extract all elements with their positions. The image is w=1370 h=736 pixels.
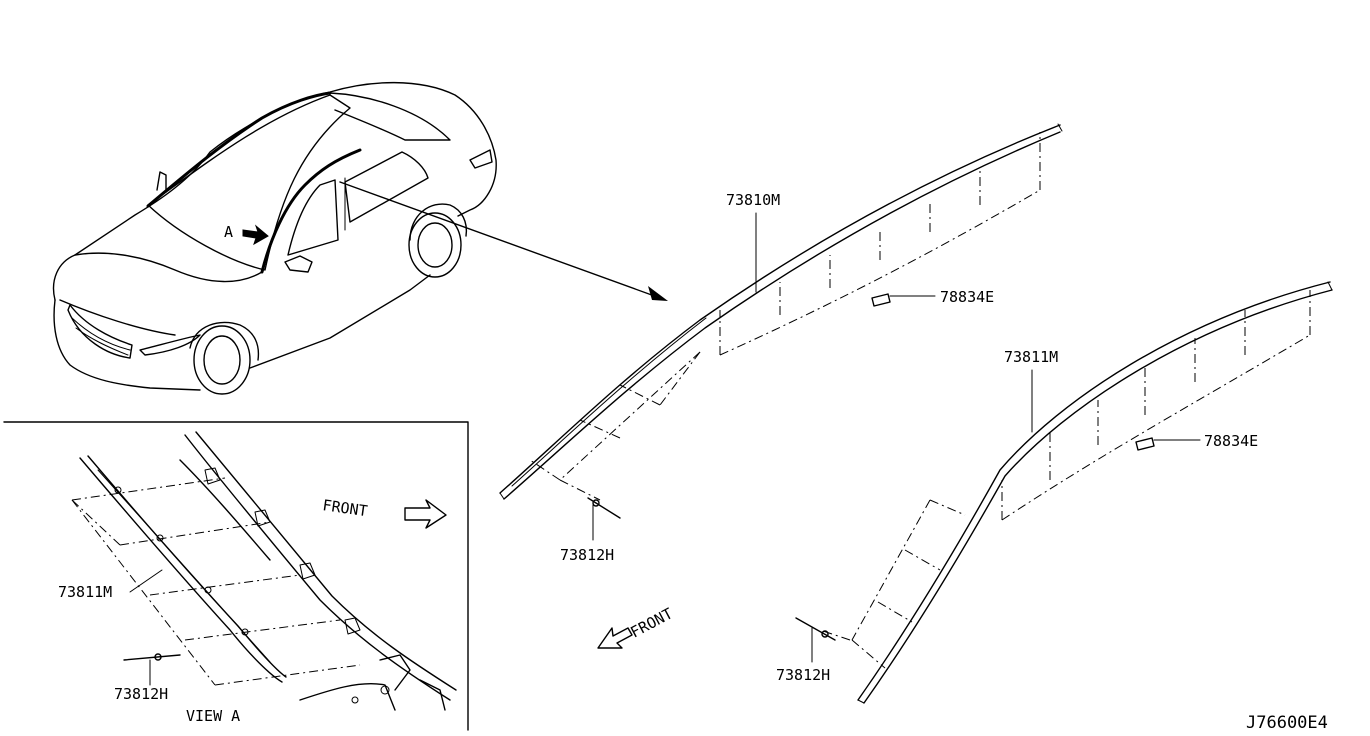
car-illustration: A [52, 81, 668, 395]
part-label-73812h-front: 73812H [560, 546, 614, 564]
detail-label-73811m: 73811M [58, 583, 112, 601]
part-label-73812h-rear: 73812H [776, 666, 830, 684]
roof-molding-73810m-group: 73810M 78834E 73812H [499, 123, 1063, 564]
ref-code: J76600E4 [1246, 713, 1328, 733]
part-label-73810m: 73810M [726, 191, 780, 209]
part-label-78834e-rear: 78834E [1204, 432, 1258, 450]
detail-view-a: 73811M 73812H VIEW A FRONT [3, 421, 469, 731]
view-a-marker: A [224, 223, 233, 241]
fastener-icon [123, 653, 181, 661]
fastener-icon [587, 497, 621, 519]
clip-icon [1135, 437, 1201, 451]
view-a-arrow [242, 224, 269, 246]
part-label-78834e-front: 78834E [940, 288, 994, 306]
roof-molding-73811m-group: 73811M 78834E 73812H [776, 281, 1333, 704]
leader-arrowhead [648, 286, 668, 301]
clip-icon [871, 293, 936, 307]
front-direction-indicator: FRONT [321, 496, 447, 529]
detail-front-label: FRONT [321, 496, 368, 520]
detail-label-73812h: 73812H [114, 685, 168, 703]
part-label-73811m: 73811M [1004, 348, 1058, 366]
front-direction-indicator: FRONT [597, 604, 676, 649]
detail-view-caption: VIEW A [186, 707, 240, 725]
front-label-rotated: FRONT [627, 604, 675, 641]
fastener-icon [795, 617, 836, 641]
